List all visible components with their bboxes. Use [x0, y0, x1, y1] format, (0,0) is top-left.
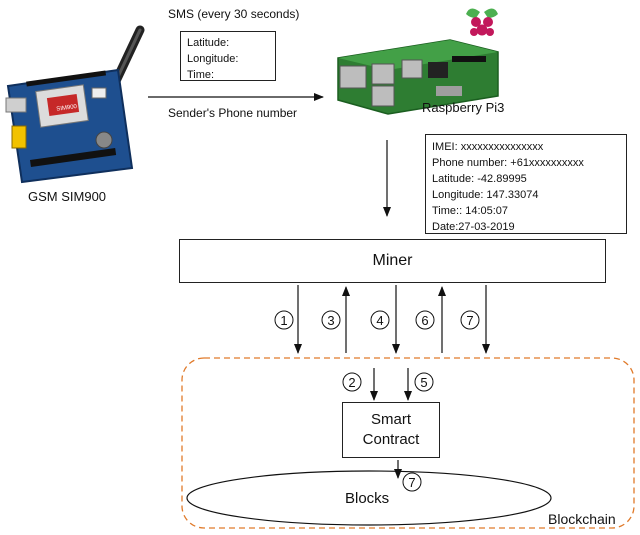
info-latitude: Latitude: -42.89995 — [432, 173, 527, 185]
step-3-circle — [321, 310, 341, 330]
step-2-circle — [342, 372, 362, 392]
gsm-board-image — [5, 25, 145, 184]
sender-label: Sender's Phone number — [168, 106, 298, 120]
step-4-circle — [370, 310, 390, 330]
raspberry-pi-image — [337, 39, 499, 115]
step-6-circle — [415, 310, 435, 330]
gsm-chip-text: SIM900 — [56, 104, 78, 113]
smart-contract-line1: Smart — [370, 411, 411, 428]
sms-title: SMS (every 30 seconds) — [168, 7, 300, 21]
step-6-number: 6 — [421, 313, 428, 328]
step-2-number: 2 — [348, 375, 355, 390]
blockchain-label: Blockchain — [548, 511, 616, 527]
step-7-circle — [460, 310, 480, 330]
info-phone: Phone number: +61xxxxxxxxxx — [432, 157, 584, 169]
step-7b-circle — [402, 472, 422, 492]
smart-contract-box: Smart Contract — [342, 402, 440, 458]
step-4-number: 4 — [376, 313, 383, 328]
step-7b-number: 7 — [408, 475, 415, 490]
raspberry-logo-icon — [466, 8, 498, 36]
sms-line-longitude: Longitude: — [187, 53, 239, 65]
raspberry-label: Raspberry Pi3 — [422, 100, 505, 115]
step-1-number: 1 — [280, 313, 287, 328]
sms-line-time: Time: — [187, 69, 215, 81]
blockchain-container — [181, 357, 635, 529]
gsm-label: GSM SIM900 — [28, 189, 107, 204]
blocks-label: Blocks — [345, 490, 390, 507]
step-7-number: 7 — [466, 313, 473, 328]
info-imei: IMEI: xxxxxxxxxxxxxxx — [432, 141, 544, 153]
step-1-circle — [274, 310, 294, 330]
sms-box: Latitude: Longitude: Time: — [180, 31, 276, 81]
info-date: Date:27-03-2019 — [432, 221, 515, 233]
step-3-number: 3 — [327, 313, 334, 328]
info-longitude: Longitude: 147.33074 — [432, 189, 539, 201]
miner-label: Miner — [372, 252, 413, 269]
info-box: IMEI: xxxxxxxxxxxxxxx Phone number: +61x… — [425, 134, 627, 234]
sms-line-latitude: Latitude: — [187, 37, 230, 49]
info-time: Time:: 14:05:07 — [432, 205, 509, 217]
step-5-circle — [414, 372, 434, 392]
step-5-number: 5 — [420, 375, 427, 390]
miner-box: Miner — [179, 239, 606, 283]
smart-contract-line2: Contract — [362, 431, 420, 448]
blocks-ellipse — [186, 470, 552, 526]
